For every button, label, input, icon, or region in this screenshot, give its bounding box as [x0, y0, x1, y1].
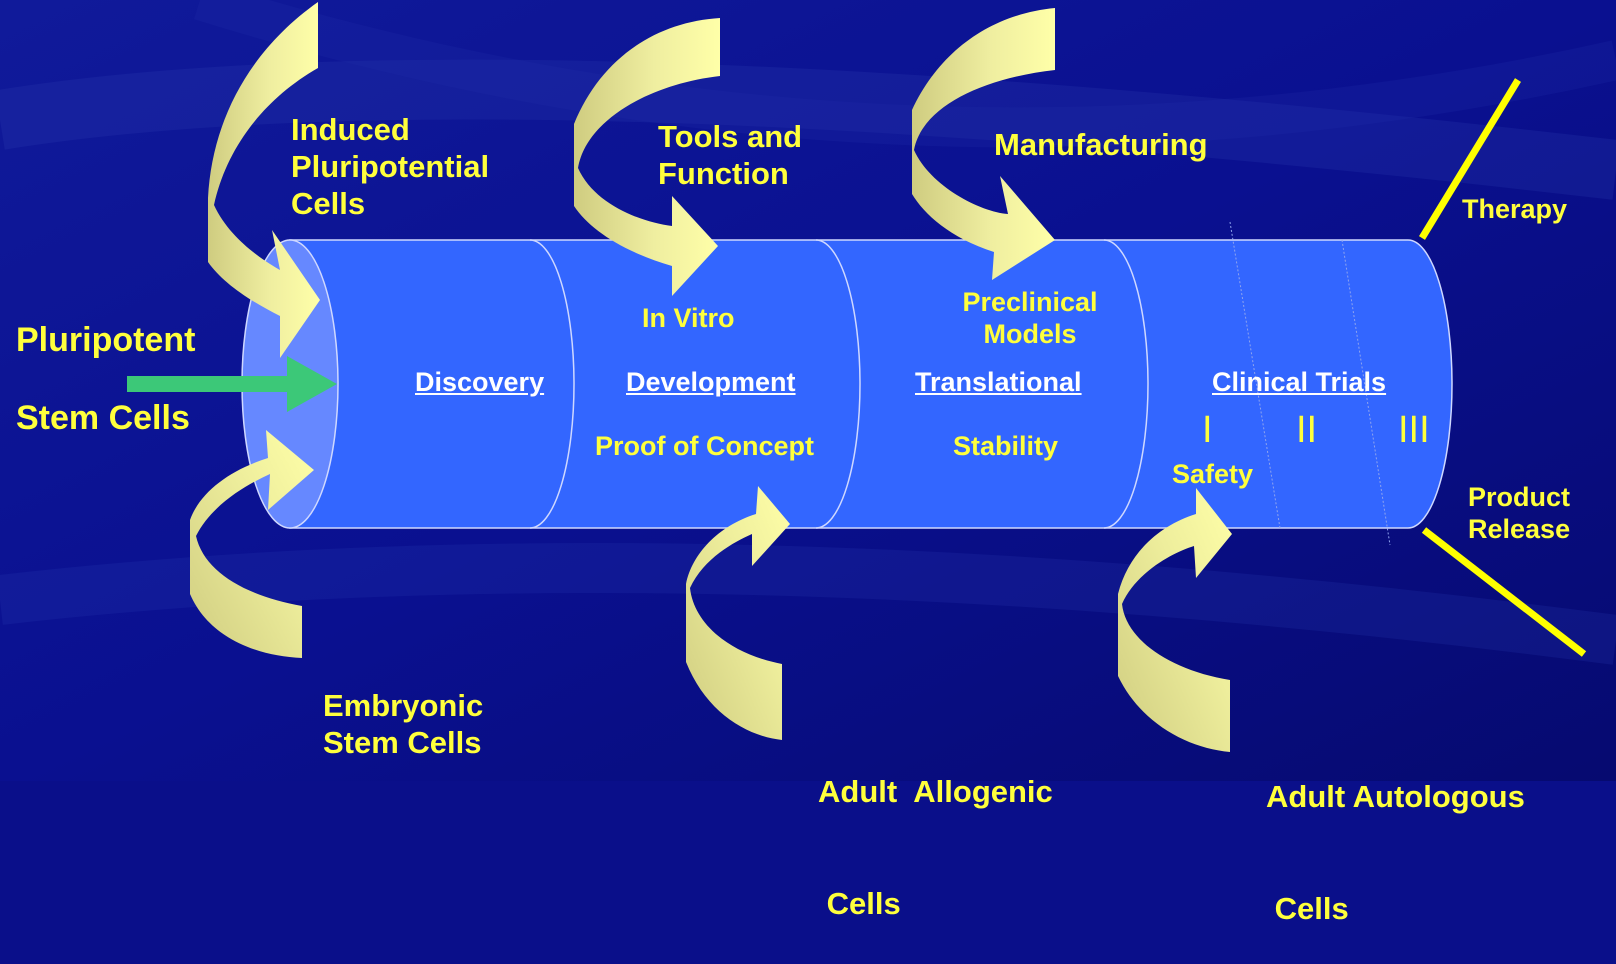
input-manufacturing-label: Manufacturing	[994, 127, 1208, 162]
translational-below-label: Stability	[953, 431, 1059, 461]
segment-divider-2	[815, 239, 861, 529]
stage-discovery-title: Discovery	[415, 367, 545, 397]
therapy-line	[1419, 78, 1521, 240]
stage-translational-title: Translational	[915, 367, 1082, 397]
curved-arrow-induced	[208, 2, 320, 358]
pipeline-cylinder	[241, 221, 1453, 546]
stage-clinical-title: Clinical Trials	[1212, 367, 1387, 397]
source-label-line1: Pluripotent	[16, 321, 196, 359]
clinical-phase-3: III	[1398, 409, 1430, 451]
release-line	[1421, 527, 1587, 657]
input-induced-label: Induced Pluripotential Cells	[291, 112, 490, 222]
curved-arrow-embryonic	[190, 430, 314, 658]
input-tools-label: Tools and Function	[658, 119, 803, 192]
segment-divider-3	[1103, 239, 1149, 529]
cylinder-body	[289, 239, 1453, 529]
stage-development-title: Development	[626, 367, 796, 397]
development-above-label: In Vitro	[642, 303, 735, 333]
development-below-label: Proof of Concept	[595, 431, 814, 461]
segment-divider-1	[529, 239, 575, 529]
source-arrow	[127, 356, 337, 412]
curved-arrow-manufacturing	[912, 8, 1055, 280]
curved-arrow-autologous	[1118, 488, 1232, 752]
translational-above-label: Preclinical Models	[962, 287, 1098, 350]
outcome-therapy-label: Therapy	[1462, 194, 1568, 224]
clinical-safety-note: Safety	[1172, 459, 1254, 489]
source-label-line2: Stem Cells	[16, 399, 190, 437]
phase-divider-2	[1341, 239, 1391, 546]
curved-arrow-tools	[574, 18, 720, 296]
clinical-phase-2: II	[1296, 409, 1318, 451]
input-allogenic-label: Adult Allogenic Cells	[818, 774, 1053, 921]
clinical-phase-1: I	[1202, 409, 1213, 451]
input-autologous-label: Adult Autologous Cells	[1266, 779, 1525, 926]
input-embryonic-label: Embryonic Stem Cells	[323, 688, 484, 761]
outcome-release-label: Product Release	[1468, 482, 1571, 545]
curved-arrow-allogenic	[686, 486, 790, 740]
pipeline-diagram	[127, 2, 1587, 752]
